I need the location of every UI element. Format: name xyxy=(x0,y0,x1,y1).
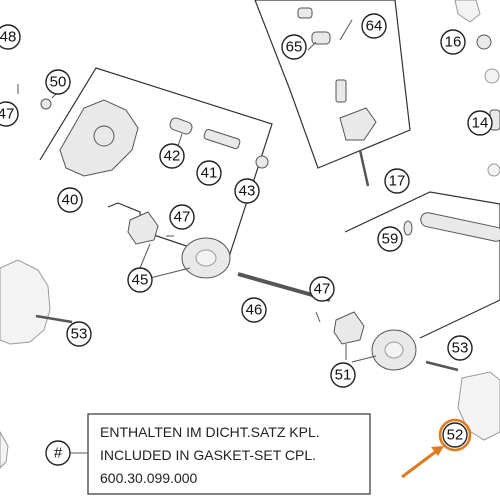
pump-cover-boss xyxy=(93,125,115,147)
note-line-german: ENTHALTEN IM DICHT.SATZ KPL. xyxy=(100,424,320,440)
svg-text:65: 65 xyxy=(286,39,303,56)
svg-text:50: 50 xyxy=(50,74,67,91)
tube-59-part xyxy=(420,212,500,242)
svg-text:64: 64 xyxy=(366,18,383,35)
callout-48: 48 xyxy=(0,24,21,50)
highlight-arrow xyxy=(401,446,444,479)
pickup-64-part xyxy=(339,107,377,141)
valve-piston-42-part xyxy=(169,117,193,135)
svg-text:46: 46 xyxy=(246,302,263,319)
plug-43-part xyxy=(255,155,269,169)
note-marker: # xyxy=(45,440,71,466)
callout-17: 17 xyxy=(384,168,410,194)
outer-rotor-51-hole xyxy=(384,341,404,359)
spring-64-part xyxy=(335,79,347,103)
callout-43: 43 xyxy=(234,178,260,204)
bolt-top-right-part xyxy=(484,68,500,84)
callout-16: 16 xyxy=(440,29,466,55)
callout-45: 45 xyxy=(127,267,153,293)
crankcase-left-part xyxy=(0,259,51,345)
plug-top-part xyxy=(297,7,313,19)
callout-47c: 47 xyxy=(309,276,335,302)
svg-text:53: 53 xyxy=(71,326,88,343)
svg-text:40: 40 xyxy=(62,192,79,209)
ring-right-part xyxy=(487,163,500,177)
leader-65 xyxy=(307,41,317,51)
callout-14: 14 xyxy=(467,110,493,136)
svg-text:53: 53 xyxy=(452,340,469,357)
callout-42: 42 xyxy=(159,143,185,169)
pin-47b-part xyxy=(315,311,321,323)
leader-42 xyxy=(177,133,183,147)
callout-65: 65 xyxy=(281,34,307,60)
svg-text:52: 52 xyxy=(447,427,464,444)
highlight-ring xyxy=(438,418,472,452)
assembly-frame-40 xyxy=(39,67,273,261)
callout-40: 40 xyxy=(57,187,83,213)
svg-text:51: 51 xyxy=(335,367,352,384)
svg-text:17: 17 xyxy=(389,173,406,190)
note-line-english: INCLUDED IN GASKET-SET CPL. xyxy=(100,447,316,463)
callout-50: 50 xyxy=(45,69,71,95)
leader-64 xyxy=(339,19,353,41)
assembly-frame-59 xyxy=(344,191,500,339)
callout-52-highlighted: 52 xyxy=(438,418,472,452)
outer-rotor-45-hole xyxy=(195,249,217,267)
bolt-17-part xyxy=(358,149,370,187)
washer-50-part xyxy=(40,98,52,110)
bolt-53b-part xyxy=(425,360,459,372)
leader-45b xyxy=(149,267,191,279)
inner-rotor-51-part xyxy=(333,311,365,345)
svg-text:47: 47 xyxy=(174,209,191,226)
callout-53: 53 xyxy=(66,321,92,347)
svg-text:47: 47 xyxy=(314,281,331,298)
assembly-frame-64 xyxy=(254,0,411,169)
callout-41: 41 xyxy=(196,160,222,186)
svg-text:41: 41 xyxy=(201,165,218,182)
inner-rotor-part xyxy=(127,211,159,245)
callout-51: 51 xyxy=(330,362,356,388)
note-box xyxy=(87,413,371,495)
leader-45 xyxy=(139,243,151,269)
washer-16-part xyxy=(476,34,492,50)
svg-text:14: 14 xyxy=(472,115,489,132)
o-ring-59-part xyxy=(403,220,413,236)
svg-text:48: 48 xyxy=(0,29,16,46)
svg-text:45: 45 xyxy=(132,272,149,289)
svg-text:47: 47 xyxy=(0,106,14,123)
oil-screen-65-part xyxy=(311,31,331,45)
svg-text:43: 43 xyxy=(239,183,256,200)
callout-47b: 47 xyxy=(169,204,195,230)
callout-64: 64 xyxy=(361,13,387,39)
leader-51b xyxy=(351,355,377,363)
note-part-number: 600.30.099.000 xyxy=(100,470,198,486)
svg-text:16: 16 xyxy=(445,34,462,51)
svg-text:#: # xyxy=(54,445,63,462)
svg-text:59: 59 xyxy=(382,231,399,248)
callout-46: 46 xyxy=(241,297,267,323)
cover-bottom-right-part xyxy=(457,371,500,441)
cover-bottom-left-part xyxy=(0,430,9,469)
callout-59: 59 xyxy=(377,226,403,252)
bolt-53a-part xyxy=(35,314,73,324)
callout-47: 47 xyxy=(0,101,19,127)
spring-41-part xyxy=(203,128,241,150)
pipe-top-right-part xyxy=(454,0,481,23)
callout-53b: 53 xyxy=(447,335,473,361)
svg-text:42: 42 xyxy=(164,148,181,165)
